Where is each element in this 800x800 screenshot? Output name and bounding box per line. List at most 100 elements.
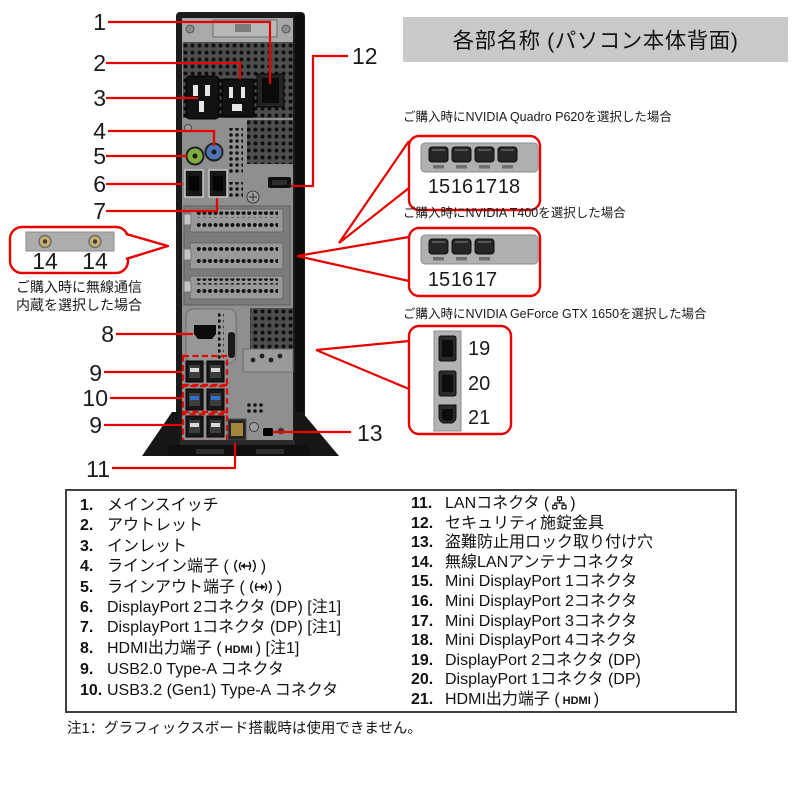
label-4: 4 xyxy=(93,118,106,144)
screw xyxy=(185,24,195,34)
label-5: 5 xyxy=(93,143,106,169)
line-out-jack xyxy=(185,146,205,166)
wireless-note-line2: 内蔵を選択した場合 xyxy=(16,297,142,313)
callout-line-11 xyxy=(112,443,237,470)
callout-line-12 xyxy=(291,54,348,188)
wireless-antenna-callout: 14 14 ご購入時に無線通信 内蔵を選択した場合 xyxy=(8,225,170,313)
legend-item: 7.DisplayPort 1コネクタ (DP) [注1] xyxy=(80,619,342,637)
screw xyxy=(281,24,291,34)
legend-item: 9.USB2.0 Type-A コネクタ xyxy=(80,661,284,679)
label-17: 17 xyxy=(475,176,497,198)
vent-dots xyxy=(247,403,265,414)
mini-displayport-ports xyxy=(428,146,518,169)
label-17: 17 xyxy=(475,269,497,291)
legend-item: 5.ラインアウト端子 () xyxy=(80,578,283,596)
callout-line-4 xyxy=(108,129,216,146)
label-11: 11 xyxy=(86,456,110,482)
gpu-option-label: ご購入時にNVIDIA T400を選択した場合 xyxy=(403,205,626,220)
legend-item: 20.DisplayPort 1コネクタ (DP) xyxy=(411,671,641,689)
tower-number-labels: 1 2 3 4 5 6 7 8 9 10 9 11 12 13 xyxy=(82,9,382,482)
label-18: 18 xyxy=(498,176,520,198)
label-19: 19 xyxy=(468,338,490,360)
label-14: 14 xyxy=(82,248,108,274)
legend-right-column: 11.LANコネクタ () 12.セキュリティ施錠金具 13.盗難防止用ロック取… xyxy=(411,494,653,712)
power-outlet xyxy=(221,78,255,118)
footnote: 注1：グラフィックスボード搭載時は使用できません。 xyxy=(67,721,422,737)
usb-group-highlight xyxy=(181,383,229,416)
stand-feet xyxy=(142,412,339,456)
label-21: 21 xyxy=(468,407,490,429)
callout-balloon-tail xyxy=(125,232,170,261)
usb2-ports-bottom xyxy=(185,415,225,438)
label-3: 3 xyxy=(93,85,106,111)
legend-item: 3.インレット xyxy=(80,537,188,555)
callout-line-2 xyxy=(106,61,242,79)
legend-item: 13.盗難防止用ロック取り付け穴 xyxy=(411,534,654,552)
gpu-option-label: ご購入時にNVIDIA Quadro P620を選択した場合 xyxy=(403,109,672,124)
legend-item: 8.HDMI出力端子 (HDMI) [注1] xyxy=(80,639,300,657)
lan-port xyxy=(227,418,247,441)
legend-item: 12.セキュリティ施錠金具 xyxy=(411,514,605,532)
tower-side-edge xyxy=(295,14,304,446)
displayport-1-port xyxy=(208,169,228,198)
legend-item: 14.無線LANアンテナコネクタ xyxy=(411,553,635,571)
label-15: 15 xyxy=(428,176,450,198)
displayport-port xyxy=(438,370,457,397)
expansion-slots xyxy=(183,205,291,306)
hdmi-port xyxy=(438,404,457,424)
top-bracket-slot xyxy=(235,24,251,32)
usb3-ports xyxy=(185,388,225,411)
thumbscrew-cross xyxy=(249,193,257,201)
legend-box: 1.メインスイッチ 2.アウトレット 3.インレット 4.ラインイン端子 () … xyxy=(65,489,737,713)
bracket-plate xyxy=(242,348,294,373)
callout-line-1 xyxy=(108,20,272,84)
legend-item: 11.LANコネクタ () xyxy=(411,495,576,512)
legend-item: 18.Mini DisplayPort 4コネクタ xyxy=(411,632,638,650)
gpu-option-label: ご購入時にNVIDIA GeForce GTX 1650を選択した場合 xyxy=(403,306,707,321)
label-13: 13 xyxy=(357,420,383,446)
gpu-option-quadro-p620: ご購入時にNVIDIA Quadro P620を選択した場合 15 16 17 … xyxy=(403,109,672,212)
label-15: 15 xyxy=(428,269,450,291)
vent-dots xyxy=(229,182,243,198)
wireless-note-line1: ご購入時に無線通信 xyxy=(16,279,142,295)
legend-item: 2.アウトレット xyxy=(80,517,204,535)
label-14: 14 xyxy=(32,248,58,274)
mini-displayport-ports xyxy=(428,238,495,261)
antenna-connector xyxy=(38,234,52,249)
vent-dots xyxy=(218,313,224,359)
security-latch xyxy=(268,177,291,188)
lan-icon xyxy=(552,496,567,510)
power-inlet xyxy=(185,75,220,120)
gpu-option-t400: ご購入時にNVIDIA T400を選択した場合 15 16 17 xyxy=(403,205,626,298)
gpu-option-gtx1650: ご購入時にNVIDIA GeForce GTX 1650を選択した場合 19 2… xyxy=(403,306,707,436)
label-16: 16 xyxy=(451,269,473,291)
label-12: 12 xyxy=(352,43,378,69)
callout-wedge-gtx1650 xyxy=(315,339,410,391)
legend-item: 1.メインスイッチ xyxy=(80,497,219,514)
label-7: 7 xyxy=(93,198,106,224)
page-title: 各部名称 (パソコン本体背面) xyxy=(403,17,788,62)
callout-line-7 xyxy=(106,198,219,213)
kensington-lock-hole xyxy=(263,428,273,436)
line-in-jack xyxy=(204,142,224,162)
label-1: 1 xyxy=(93,9,106,35)
line-out-icon xyxy=(249,580,272,594)
line-in-icon xyxy=(233,559,256,573)
callout-wedge-quadro xyxy=(338,140,410,244)
displayport-port xyxy=(438,335,457,362)
legend-item: 10.USB3.2 (Gen1) Type-A コネクタ xyxy=(80,681,339,699)
hdmi-logo: HDMI xyxy=(224,643,253,656)
screw xyxy=(249,422,259,432)
legend-item: 17.Mini DisplayPort 3コネクタ xyxy=(411,612,638,630)
label-20: 20 xyxy=(468,373,490,395)
label-9-top: 9 xyxy=(89,360,102,386)
usb2-ports-top xyxy=(185,360,225,383)
legend-left-column: 1.メインスイッチ 2.アウトレット 3.インレット 4.ラインイン端子 () … xyxy=(80,496,341,701)
label-16: 16 xyxy=(451,176,473,198)
hdmi-port xyxy=(194,325,216,339)
legend-item: 4.ラインイン端子 () xyxy=(80,558,267,576)
vent-dots xyxy=(227,128,243,174)
label-6: 6 xyxy=(93,171,106,197)
hdmi-logo: HDMI xyxy=(562,694,591,707)
